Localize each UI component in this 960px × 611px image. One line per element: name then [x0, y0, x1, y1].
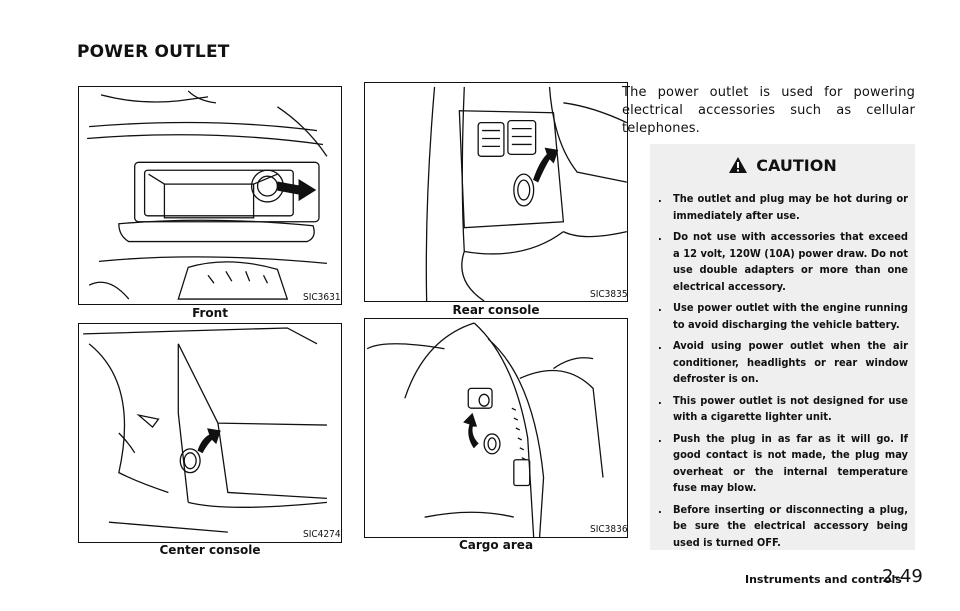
caution-item: .Use power outlet with the engine runnin…: [658, 301, 908, 331]
rear-console-illustration: [425, 86, 627, 301]
caution-heading: CAUTION: [650, 156, 915, 175]
caution-list: .The outlet and plug may be hot during o…: [658, 191, 908, 556]
caution-box: CAUTION .The outlet and plug may be hot …: [650, 144, 915, 550]
intro-paragraph: The power outlet is used for powering el…: [622, 85, 915, 136]
figure-caption: Rear console: [452, 303, 540, 317]
caution-item: .Push the plug in as far as it will go. …: [658, 431, 908, 495]
footer-section-name: Instruments and controls: [745, 573, 902, 586]
figure-rear-console: [364, 82, 628, 302]
cargo-area-illustration: [366, 322, 604, 537]
figure-code: SIC3836: [590, 524, 628, 535]
figure-caption: Front: [192, 306, 228, 320]
page-number: 2-49: [882, 566, 923, 587]
warning-icon: [729, 157, 748, 173]
caution-item: .This power outlet is not designed for u…: [658, 393, 908, 424]
figure-front: [78, 86, 342, 305]
figure-caption: Center console: [159, 543, 261, 557]
caution-title: CAUTION: [756, 156, 837, 175]
front-outlet-illustration: [87, 90, 328, 300]
caution-item: .Before inserting or disconnecting a plu…: [658, 502, 908, 549]
section-title: POWER OUTLET: [77, 42, 230, 62]
caution-item: .The outlet and plug may be hot during o…: [658, 192, 908, 222]
figure-center-console: [78, 323, 342, 543]
figure-code: SIC4274: [303, 529, 341, 540]
figure-cargo-area: [364, 318, 628, 538]
caution-item: .Avoid using power outlet when the air c…: [658, 339, 908, 385]
figure-caption: Cargo area: [458, 538, 534, 552]
caution-item: .Do not use with accessories that exceed…: [658, 230, 908, 293]
figure-code: SIC3631: [303, 292, 341, 303]
figure-code: SIC3835: [590, 289, 628, 300]
center-console-illustration: [83, 327, 327, 533]
